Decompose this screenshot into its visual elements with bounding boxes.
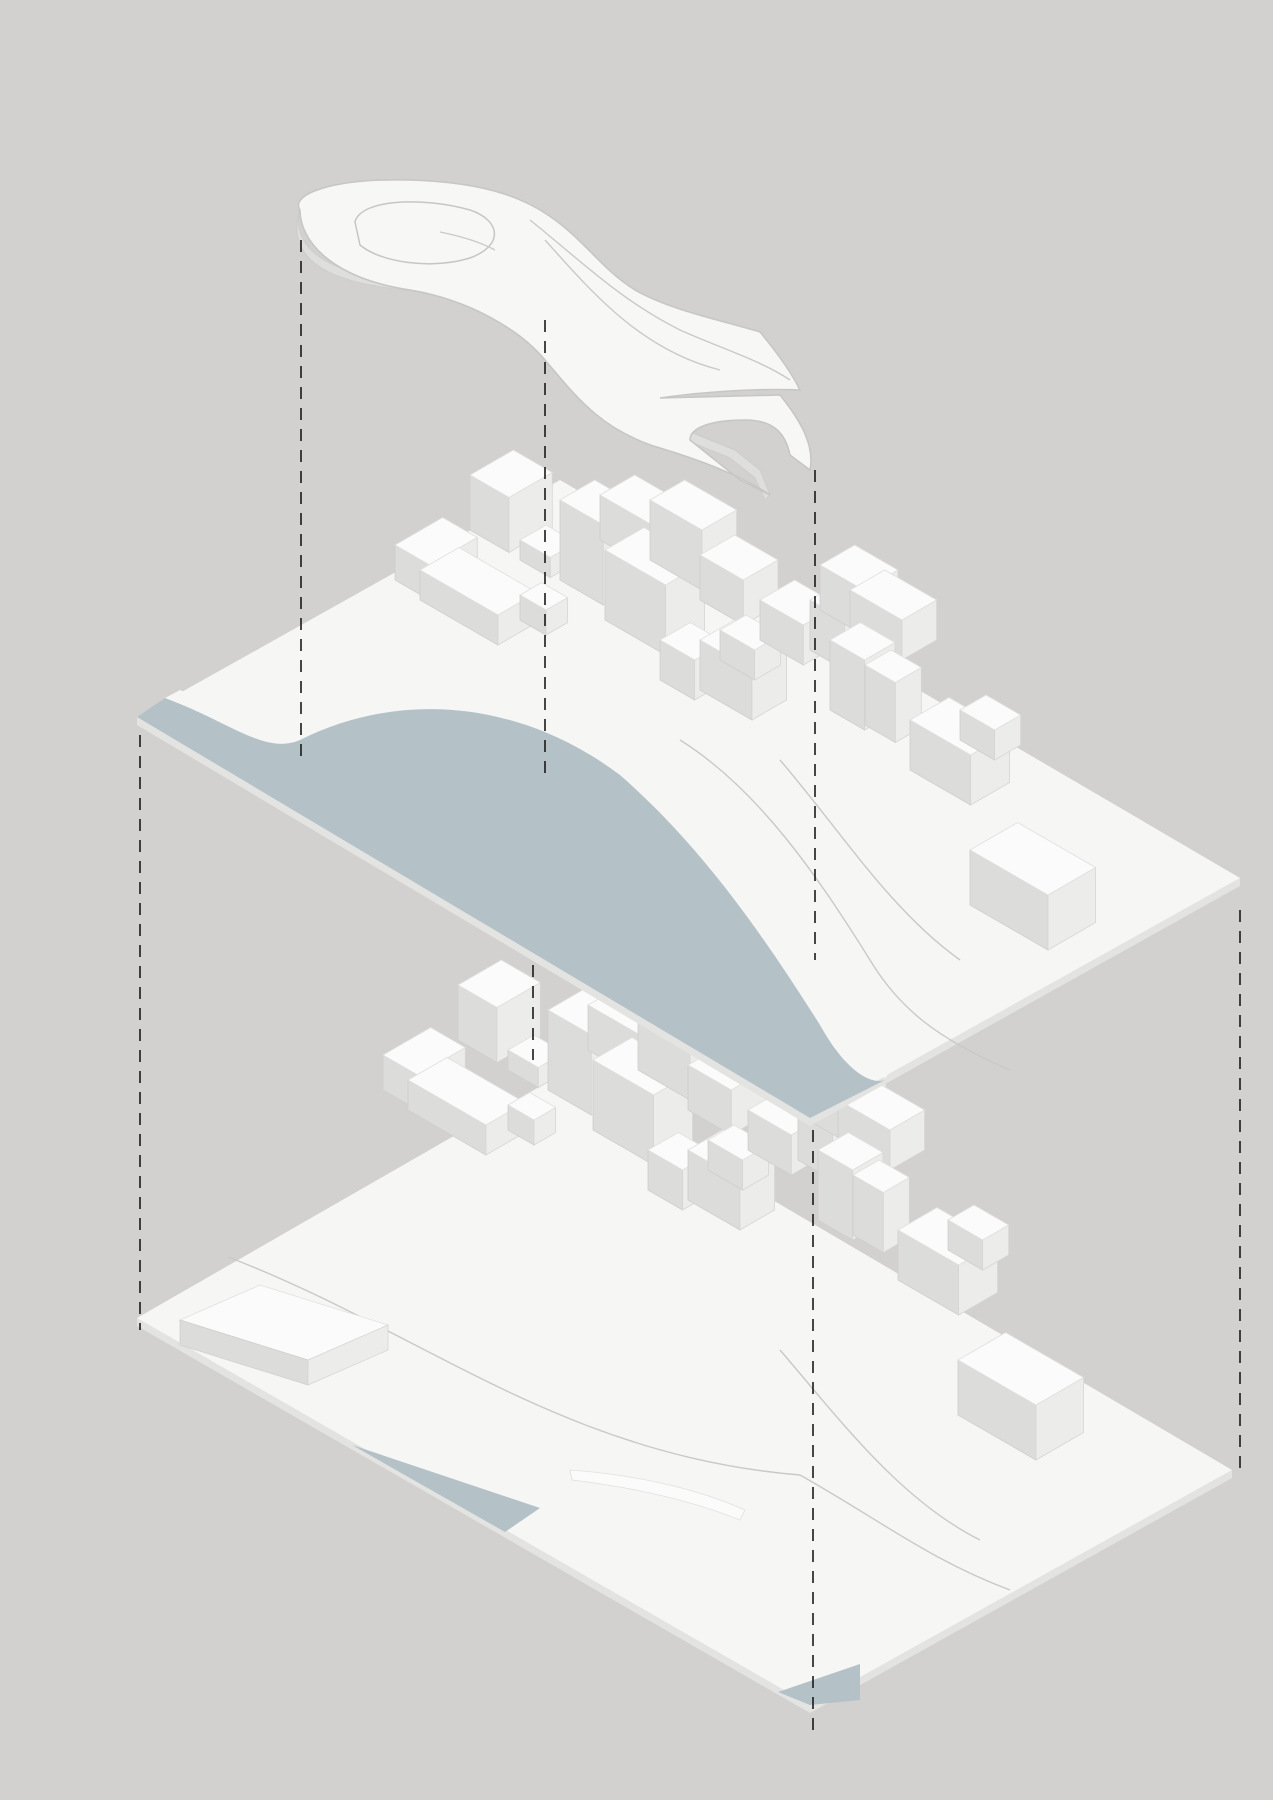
existing-river-patch-south [778,1664,860,1705]
building [969,822,1097,951]
building [957,1332,1085,1461]
building-face [507,1092,557,1121]
building-face [817,1132,884,1171]
existing-site-layer [137,959,1232,1713]
building-face [469,449,554,498]
building-face [699,534,779,581]
building-face [957,1332,1085,1406]
building-face [864,649,923,683]
projection-guides [139,240,1241,1730]
existing-site-slab-edge [137,1318,1232,1713]
building [864,649,923,744]
building-face [852,1159,911,1193]
proposed-site-slab [137,480,1240,1118]
proposed-road [679,739,1011,1071]
building-face [457,959,542,1008]
canopy-layer [296,179,812,501]
building-face [519,582,569,611]
building-face [969,822,1097,896]
building [959,694,1022,761]
canopy-rib-2 [544,239,721,371]
building-face [829,622,896,661]
building-face [959,694,1022,731]
canopy-inner-ring [354,201,496,265]
building [849,569,938,661]
building [507,1092,557,1146]
building-face [649,479,738,531]
canopy-rib [529,219,791,381]
existing-curved-ramp [569,1469,746,1521]
existing-city-blocks [382,959,1085,1461]
building [519,582,569,636]
proposed-site-layer [137,449,1240,1126]
existing-road-2 [779,1349,981,1541]
building-face [394,517,479,566]
building [457,959,542,1064]
proposed-city-blocks [394,449,1097,951]
existing-site-slab [137,1075,1232,1705]
building [947,1204,1010,1271]
building-face [382,1027,467,1076]
building-face [849,569,938,621]
canopy-slot [439,231,496,251]
river-promenade [165,690,892,1078]
existing-river-patch-west [352,1445,540,1532]
building-face [947,1204,1010,1241]
existing-shed-building [178,1284,390,1386]
building [699,534,779,626]
proposed-road-2 [779,759,961,961]
building [407,1057,526,1156]
proposed-river [137,698,885,1118]
